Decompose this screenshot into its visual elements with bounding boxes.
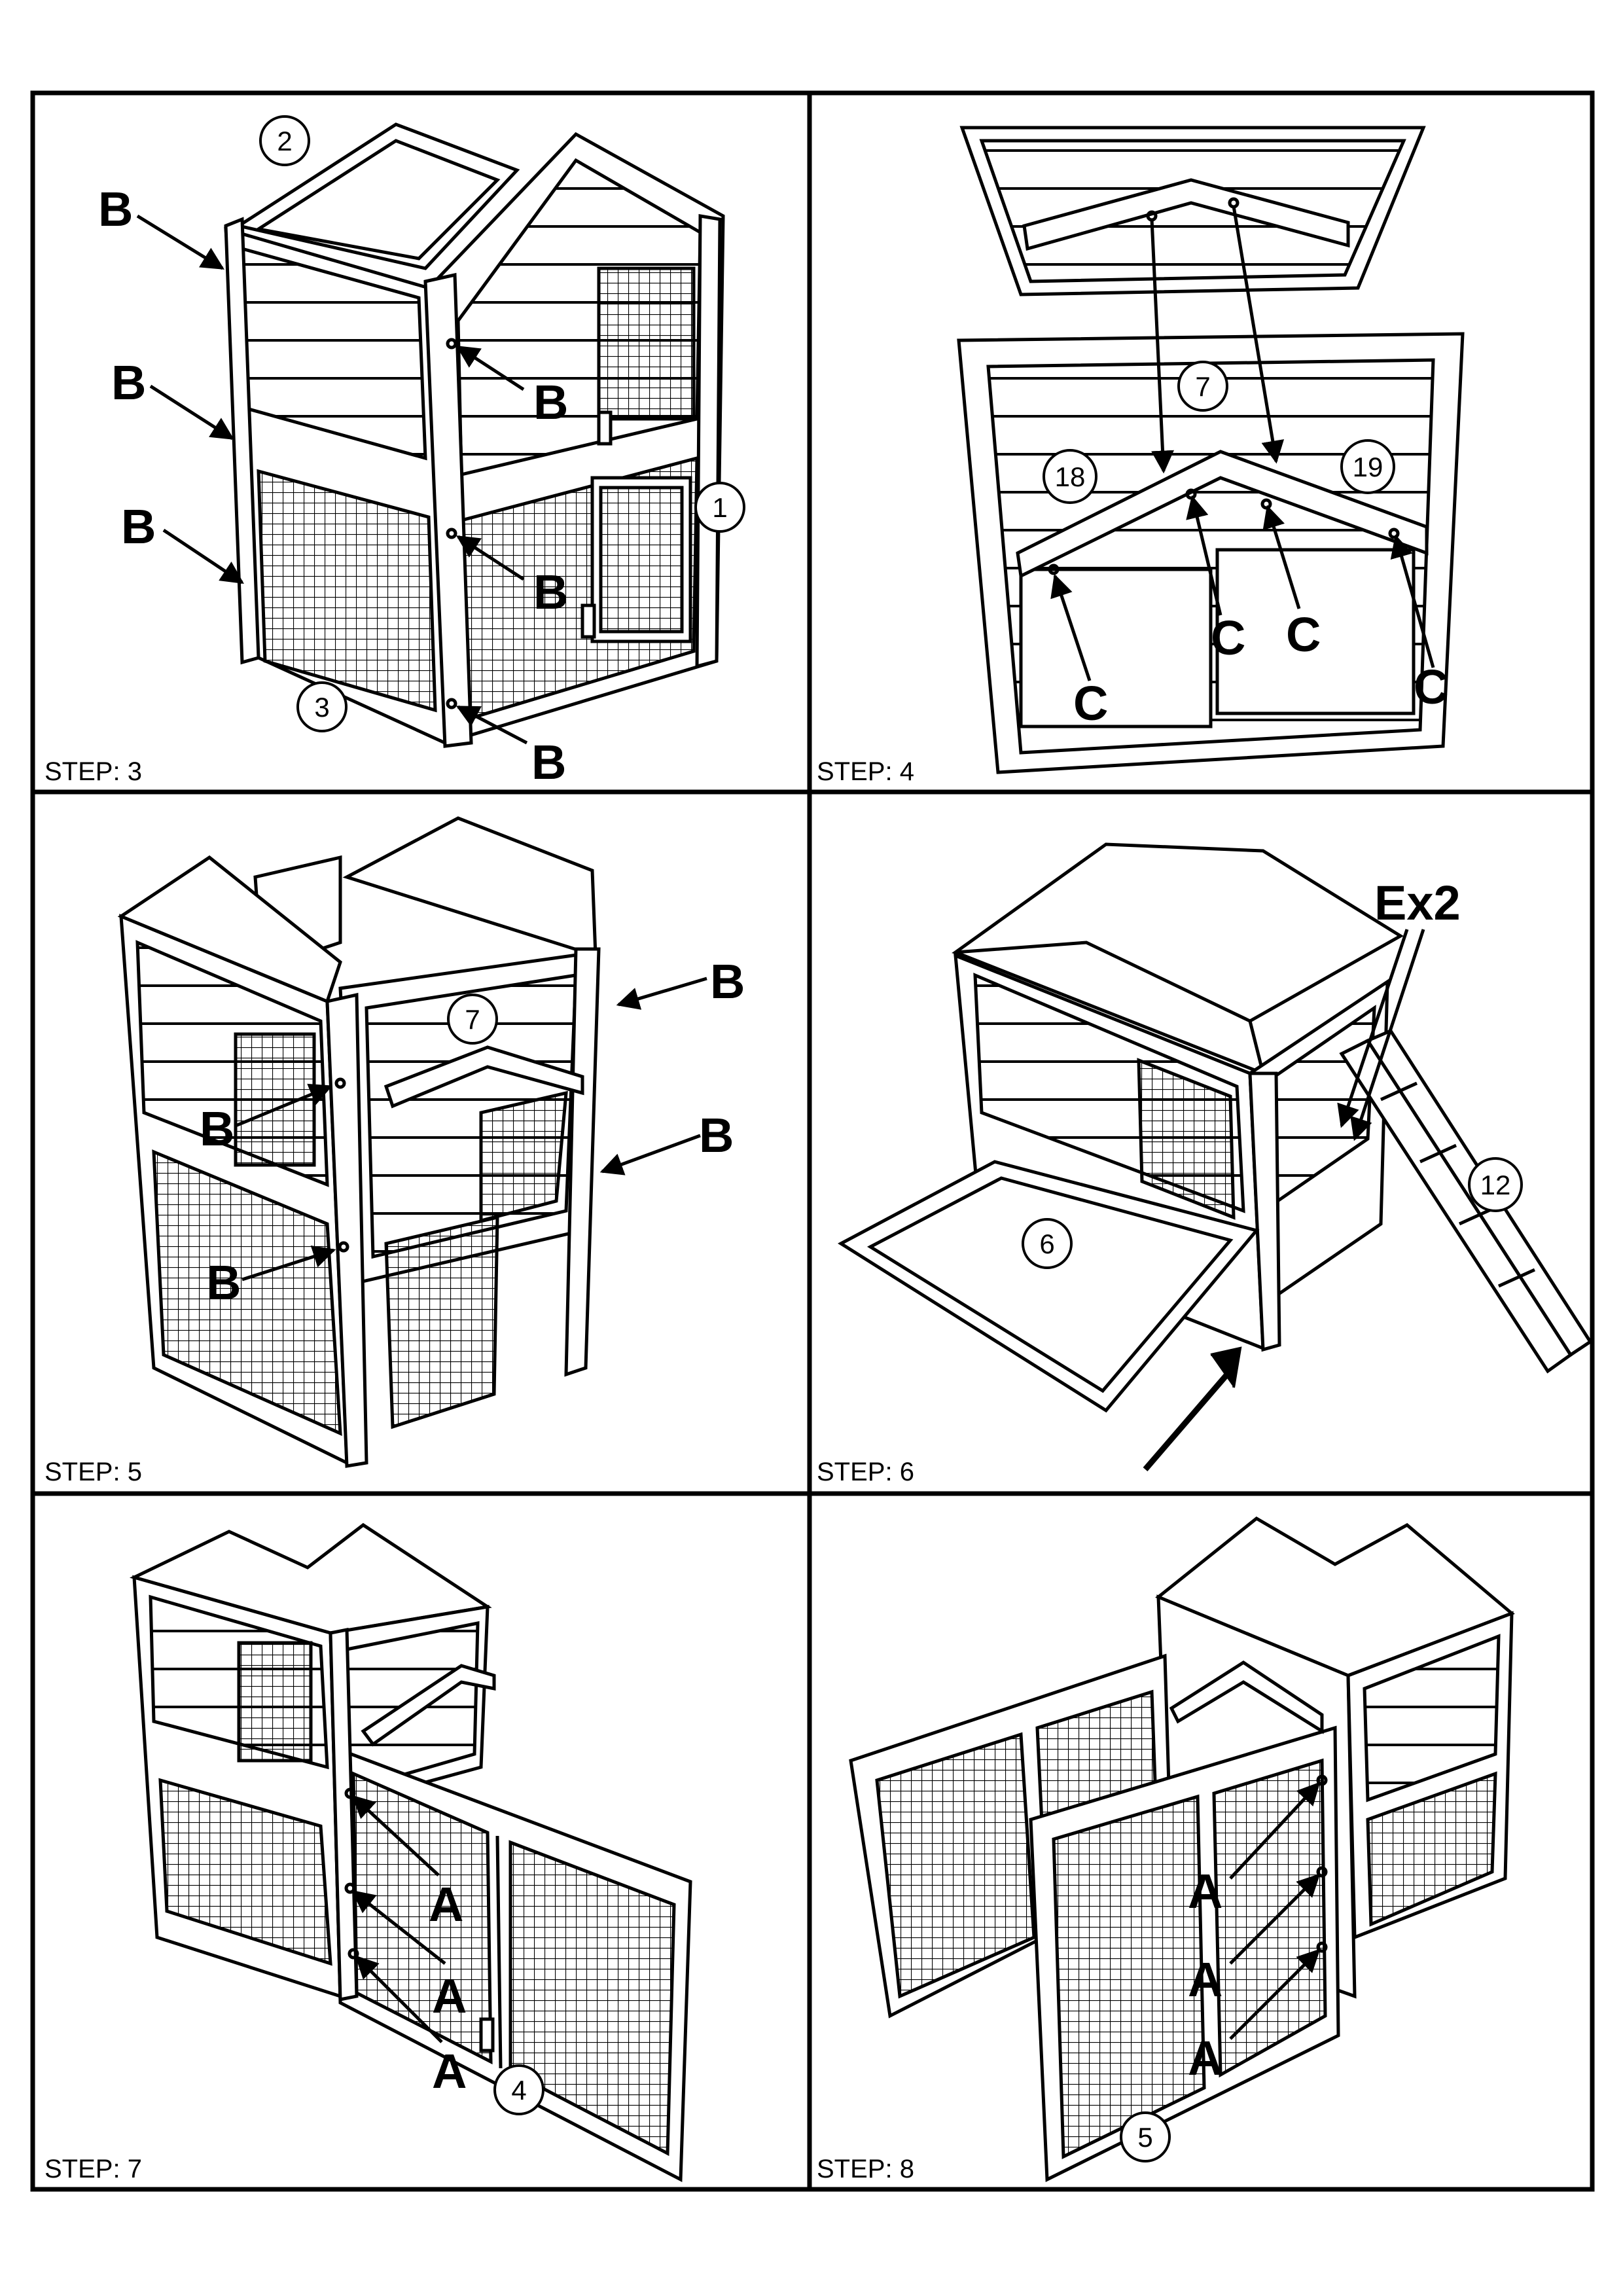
part-number-7: 7 bbox=[447, 994, 498, 1045]
step-label: STEP: 7 bbox=[45, 2155, 142, 2183]
svg-text:2: 2 bbox=[277, 126, 292, 156]
step-8-panel: A A A 5 STEP: 8 bbox=[817, 1516, 1515, 2183]
step-4-panel: C C C C 7 18 19 STEP: 4 bbox=[817, 126, 1465, 786]
panel-grid bbox=[30, 90, 1595, 2192]
hutch-tray-and-ramp-illustration bbox=[838, 842, 1593, 1413]
part-number-2: 2 bbox=[259, 115, 310, 166]
step-6-panel: Ex2 6 12 STEP: 6 bbox=[817, 842, 1593, 1486]
part-number-1: 1 bbox=[694, 482, 745, 533]
hutch-with-run-panel-illustration bbox=[129, 1522, 692, 2183]
callout-ex2: Ex2 bbox=[1374, 876, 1461, 930]
insert-direction-arrow bbox=[1143, 1346, 1242, 1471]
svg-text:7: 7 bbox=[1195, 371, 1210, 402]
svg-text:6: 6 bbox=[1039, 1229, 1054, 1259]
step-label: STEP: 3 bbox=[45, 757, 142, 786]
step-label: STEP: 5 bbox=[45, 1458, 142, 1486]
svg-text:1: 1 bbox=[712, 492, 727, 523]
callout-b-2: B bbox=[699, 1108, 734, 1162]
callout-a-3: A bbox=[432, 2044, 467, 2098]
svg-text:3: 3 bbox=[314, 692, 329, 723]
callout-b-6: B bbox=[531, 735, 566, 789]
svg-text:4: 4 bbox=[511, 2075, 526, 2106]
part-number-5: 5 bbox=[1120, 2111, 1171, 2162]
hutch-with-back-panel-illustration bbox=[117, 816, 601, 1468]
callout-a-2: A bbox=[432, 1969, 467, 2023]
part-number-19: 19 bbox=[1340, 439, 1395, 494]
hutch-frame-illustration bbox=[224, 122, 725, 748]
callout-arrows bbox=[351, 1795, 446, 2043]
svg-text:12: 12 bbox=[1480, 1170, 1511, 1200]
callout-a-3: A bbox=[1188, 2031, 1222, 2085]
callout-b-1: B bbox=[710, 954, 745, 1009]
callout-b-3: B bbox=[200, 1102, 234, 1156]
callout-b-5: B bbox=[533, 565, 568, 619]
callout-a-2: A bbox=[1188, 1952, 1222, 2007]
callout-c-2: C bbox=[1211, 611, 1245, 665]
callout-a-1: A bbox=[429, 1877, 463, 1931]
svg-text:5: 5 bbox=[1137, 2122, 1152, 2153]
callout-c-4: C bbox=[1414, 660, 1448, 714]
step-label: STEP: 6 bbox=[817, 1458, 914, 1486]
callout-b-4: B bbox=[533, 375, 568, 429]
svg-text:7: 7 bbox=[465, 1004, 480, 1035]
callout-b-1: B bbox=[98, 182, 133, 236]
step-label: STEP: 4 bbox=[817, 757, 914, 786]
callout-c-3: C bbox=[1286, 607, 1321, 662]
part-number-7: 7 bbox=[1177, 361, 1228, 412]
callout-arrows bbox=[235, 977, 707, 1282]
hutch-with-second-run-panel-illustration bbox=[849, 1516, 1515, 2182]
step-3-panel: B B B B B B 2 1 3 STEP: 3 bbox=[45, 115, 745, 789]
part-number-18: 18 bbox=[1043, 449, 1097, 504]
alignment-arrows bbox=[1050, 206, 1435, 681]
callout-a-1: A bbox=[1188, 1864, 1222, 1918]
step-5-panel: B B B B 7 STEP: 5 bbox=[45, 816, 745, 1486]
part-number-12: 12 bbox=[1468, 1157, 1523, 1212]
callout-arrows bbox=[136, 214, 528, 745]
svg-text:19: 19 bbox=[1353, 452, 1383, 482]
callout-arrows bbox=[1229, 1782, 1321, 2040]
part-number-3: 3 bbox=[296, 681, 348, 732]
callout-b-3: B bbox=[121, 499, 156, 554]
step-label: STEP: 8 bbox=[817, 2155, 914, 2183]
part-number-4: 4 bbox=[493, 2064, 544, 2115]
callout-b-2: B bbox=[111, 355, 146, 410]
callout-b-4: B bbox=[206, 1255, 241, 1310]
part-number-6: 6 bbox=[1022, 1218, 1073, 1269]
step-7-panel: A A A 4 STEP: 7 bbox=[45, 1522, 692, 2183]
svg-text:18: 18 bbox=[1055, 461, 1086, 492]
callout-c-1: C bbox=[1073, 676, 1108, 730]
callout-arrows bbox=[1337, 929, 1425, 1141]
